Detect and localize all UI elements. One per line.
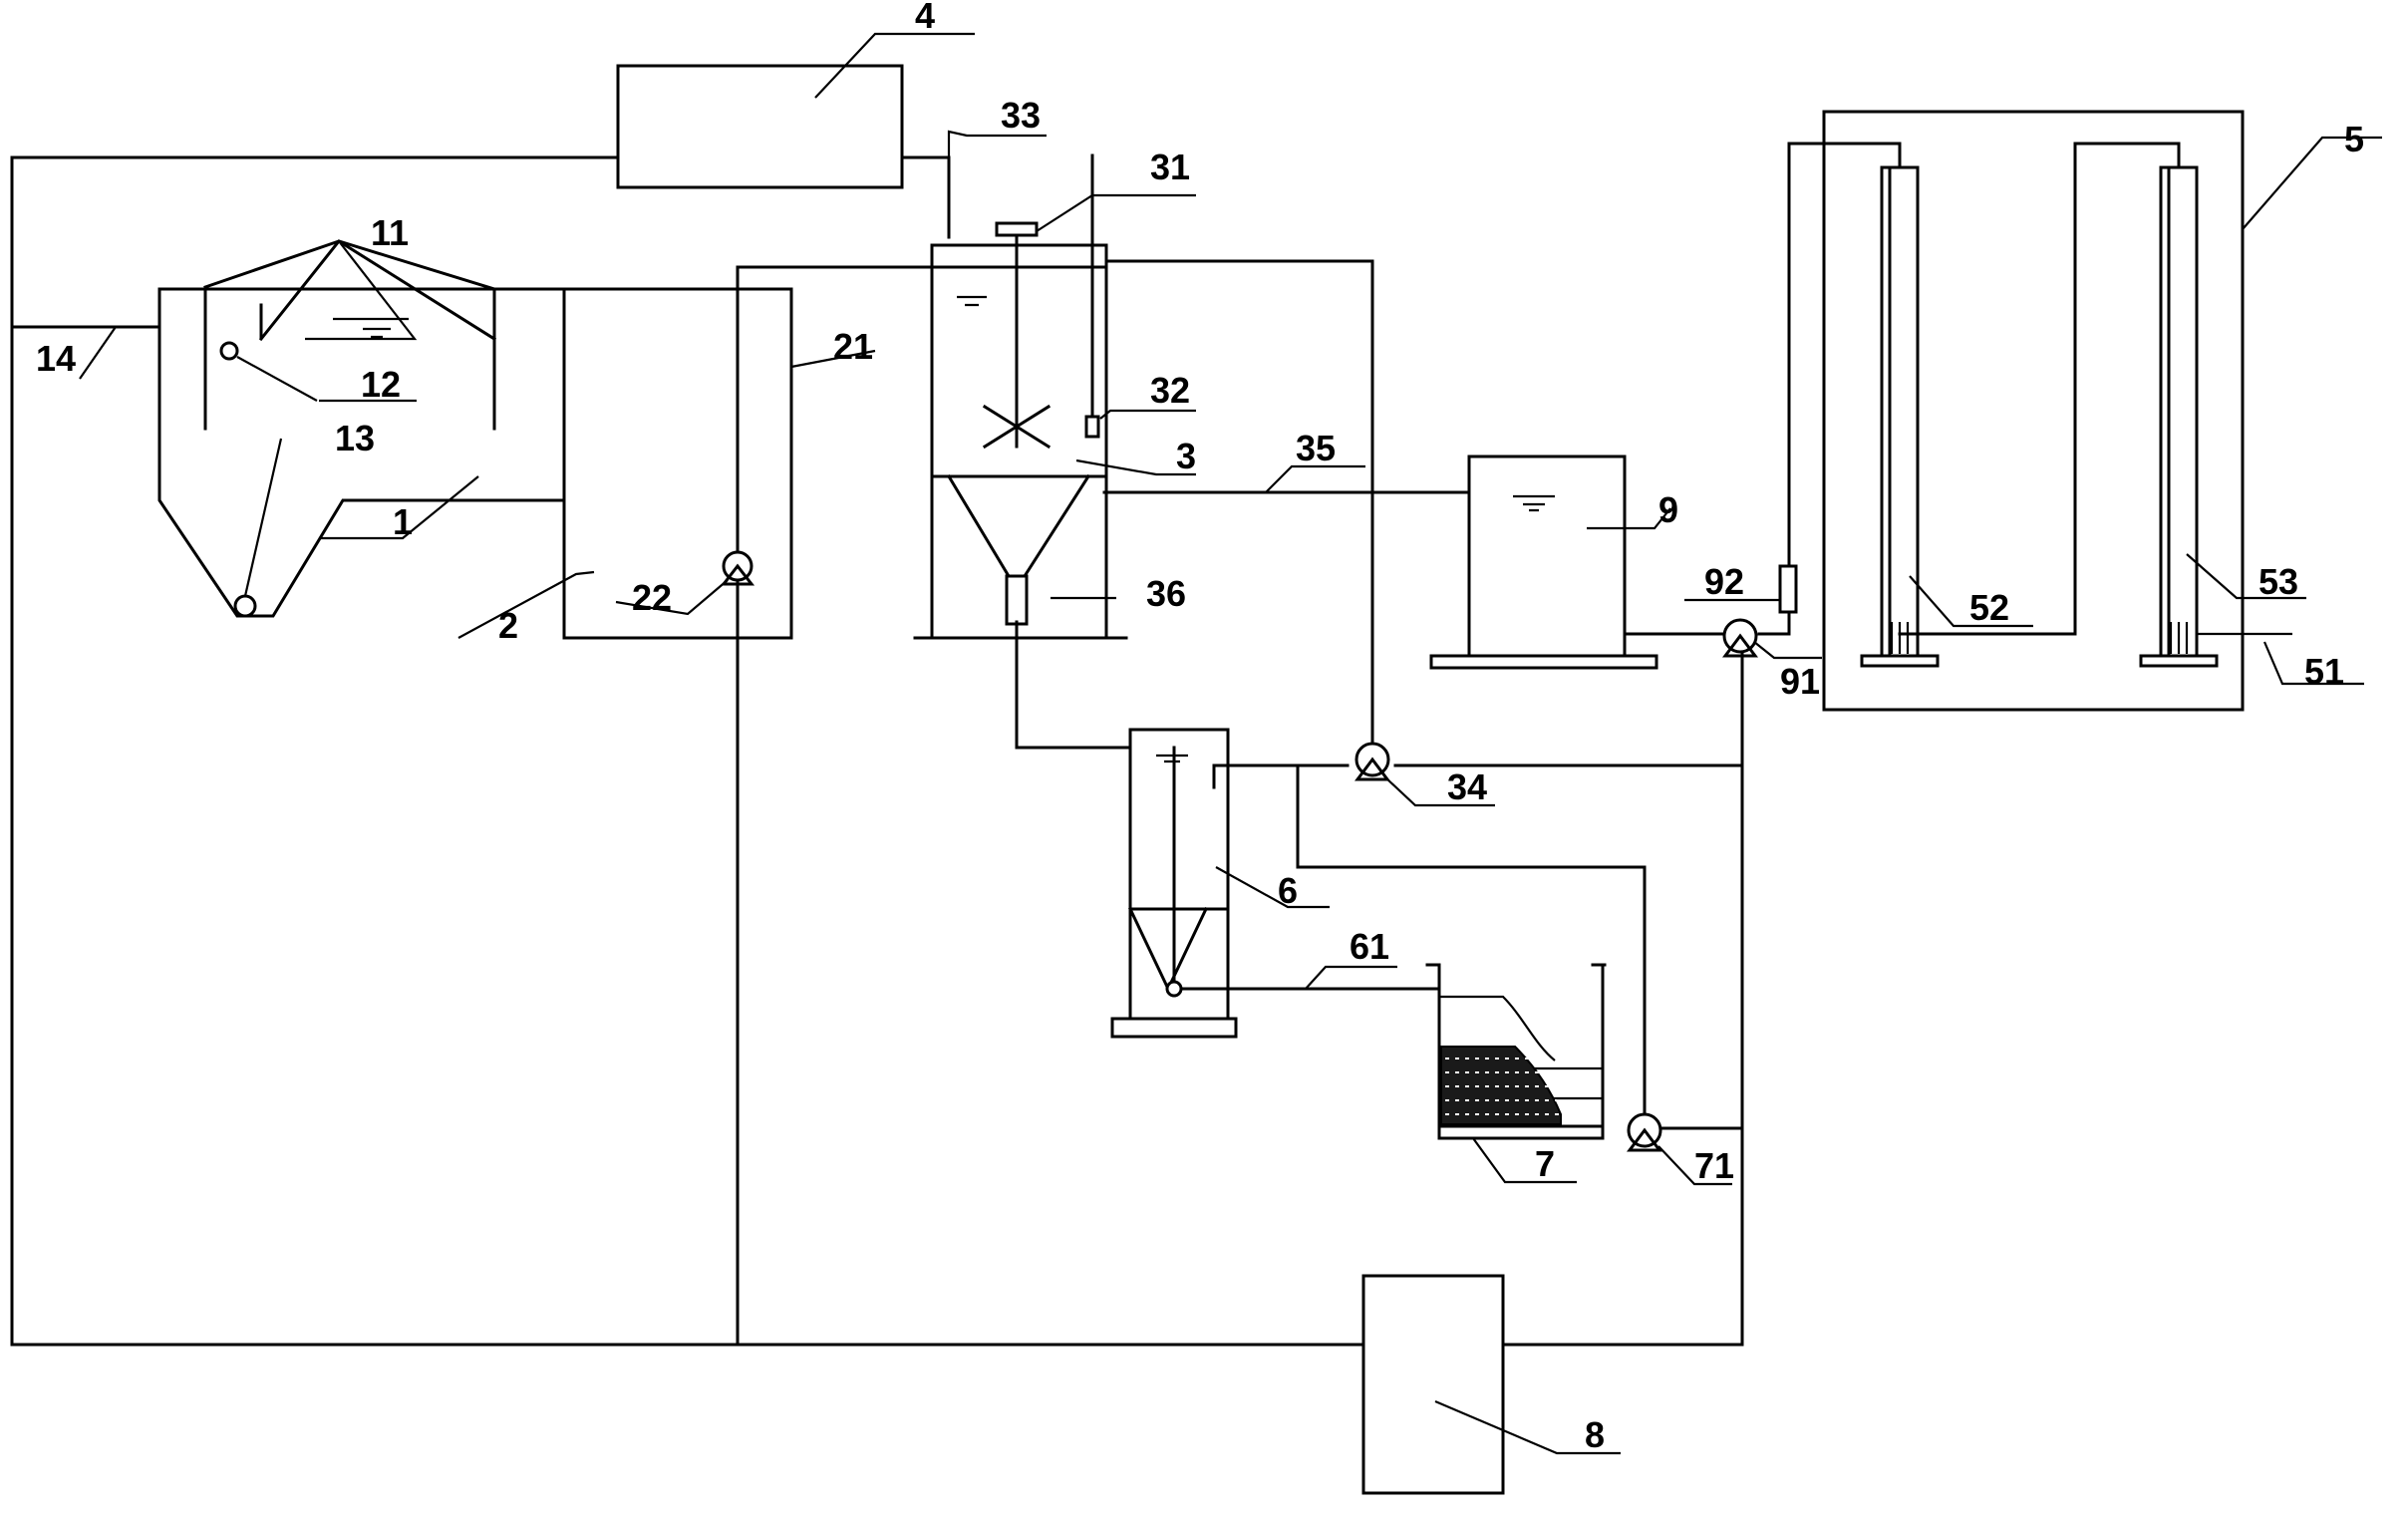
label-4: 4 bbox=[915, 0, 935, 36]
label-1: 1 bbox=[393, 501, 413, 542]
pump-71 bbox=[1627, 1112, 1662, 1152]
leader-lines bbox=[79, 32, 2382, 1455]
unit-3-reactor bbox=[913, 153, 1128, 640]
unit-2-tank bbox=[562, 287, 793, 640]
label-11: 11 bbox=[371, 212, 409, 253]
label-51: 51 bbox=[2304, 651, 2344, 692]
label-2: 2 bbox=[498, 605, 518, 646]
label-14: 14 bbox=[36, 338, 76, 379]
label-33: 33 bbox=[1001, 95, 1041, 136]
pump-91 bbox=[1722, 618, 1758, 658]
label-5: 5 bbox=[2344, 119, 2364, 159]
label-3: 3 bbox=[1176, 436, 1196, 476]
unit-6-separator bbox=[1110, 728, 1238, 1039]
label-8: 8 bbox=[1585, 1414, 1605, 1455]
unit-7-filter-tank bbox=[1425, 963, 1607, 1140]
label-91: 91 bbox=[1780, 661, 1820, 702]
pump-34 bbox=[1354, 742, 1390, 781]
label-21: 21 bbox=[833, 326, 873, 367]
label-22: 22 bbox=[632, 577, 672, 618]
label-61: 61 bbox=[1350, 926, 1389, 967]
label-31: 31 bbox=[1150, 147, 1190, 187]
label-52: 52 bbox=[1969, 587, 2009, 628]
label-53: 53 bbox=[2258, 561, 2298, 602]
main-pipelines bbox=[10, 142, 2181, 1347]
label-32: 32 bbox=[1150, 370, 1190, 411]
unit-9-tank bbox=[1429, 455, 1658, 670]
unit-1-tank bbox=[157, 239, 793, 618]
label-7: 7 bbox=[1535, 1143, 1555, 1184]
valve-92 bbox=[1778, 564, 1798, 614]
component-labels: 4 33 31 32 3 35 36 11 12 13 14 1 2 21 22… bbox=[36, 0, 2364, 1455]
label-36: 36 bbox=[1146, 573, 1186, 614]
unit-5-enclosure bbox=[1822, 110, 2245, 712]
label-12: 12 bbox=[361, 364, 401, 405]
label-35: 35 bbox=[1296, 428, 1336, 468]
label-6: 6 bbox=[1278, 870, 1298, 911]
label-9: 9 bbox=[1658, 489, 1678, 530]
unit-8-box bbox=[1361, 1274, 1505, 1495]
unit-4-box bbox=[616, 64, 904, 189]
label-71: 71 bbox=[1694, 1145, 1734, 1186]
label-92: 92 bbox=[1704, 561, 1744, 602]
label-34: 34 bbox=[1447, 766, 1487, 807]
label-13: 13 bbox=[335, 418, 375, 458]
